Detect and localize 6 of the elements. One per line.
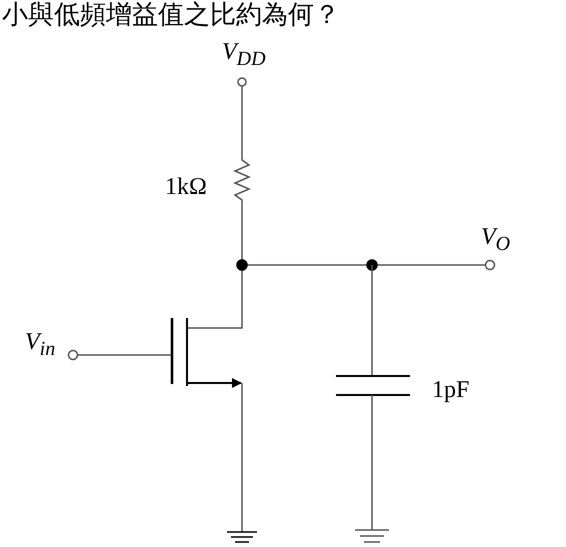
question-text: 小與低頻增益值之比約為何？ <box>2 2 340 28</box>
voltage-label: V$_{O}$ <box>481 225 510 254</box>
voltage-label: V$_{in}$ <box>25 330 56 359</box>
capacitance-label: 1pF <box>432 378 470 402</box>
voltage-label: V$_{DD}$ <box>222 40 266 69</box>
resistance-label: 1kΩ <box>165 175 207 199</box>
